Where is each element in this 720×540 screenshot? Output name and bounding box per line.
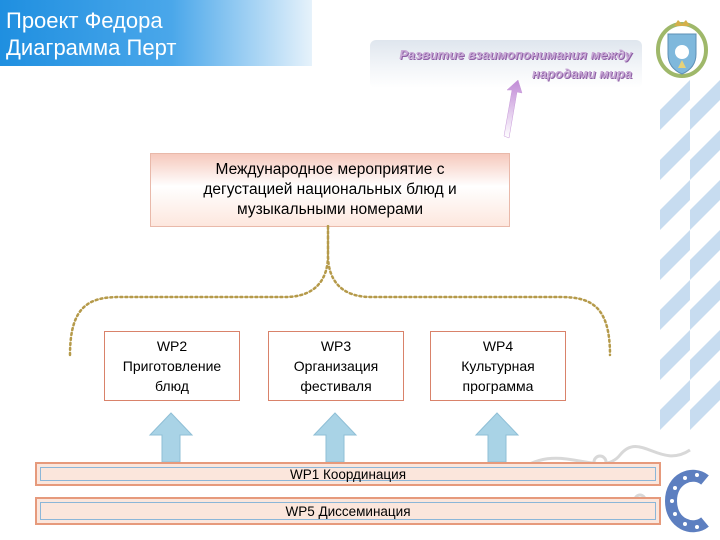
main-activity-line-3: музыкальными номерами: [236, 201, 424, 218]
wp2-box: WP2 Приготовление блюд: [104, 331, 240, 401]
wp3-label: WP3 Организация фестиваля: [293, 338, 379, 394]
main-activity-line-2: дегустацией национальных блюд и: [203, 181, 457, 198]
wp5-band-inner: WP5 Диссеминация: [40, 502, 656, 520]
title-line-1: Проект Федора: [6, 8, 163, 33]
title-banner: Проект Федора Диаграмма Перт: [0, 0, 312, 66]
wp1-label: WP1 Координация: [289, 466, 407, 482]
main-activity-box: Международное мероприятие с дегустацией …: [150, 153, 510, 227]
coat-of-arms-icon: [656, 20, 708, 78]
grouping-brace: [68, 225, 612, 357]
wp4-label: WP4 Культурная программа: [461, 338, 535, 394]
goal-text: Развитие взаимопонимания между народами …: [372, 45, 632, 83]
wp1-coordination-band: WP1 Координация: [35, 462, 661, 486]
title-line-2: Диаграмма Перт: [6, 35, 177, 60]
wp4-box: WP4 Культурная программа: [430, 331, 566, 401]
goal-text-line-2: народами мира: [531, 66, 632, 81]
wp3-box: WP3 Организация фестиваля: [268, 331, 404, 401]
c-logo-icon: [664, 469, 709, 533]
wp1-band-inner: WP1 Координация: [40, 466, 656, 482]
main-activity-text: Международное мероприятие с дегустацией …: [160, 160, 500, 220]
goal-text-line-1: Развитие взаимопонимания между: [399, 47, 632, 62]
wp5-label: WP5 Диссеминация: [285, 503, 411, 519]
goal-arrow: [503, 80, 523, 139]
wp2-label: WP2 Приготовление блюд: [122, 338, 222, 394]
goal-box: Развитие взаимопонимания между народами …: [370, 40, 642, 88]
main-activity-line-1: Международное мероприятие с: [215, 161, 445, 178]
wp5-dissemination-band: WP5 Диссеминация: [35, 497, 661, 525]
